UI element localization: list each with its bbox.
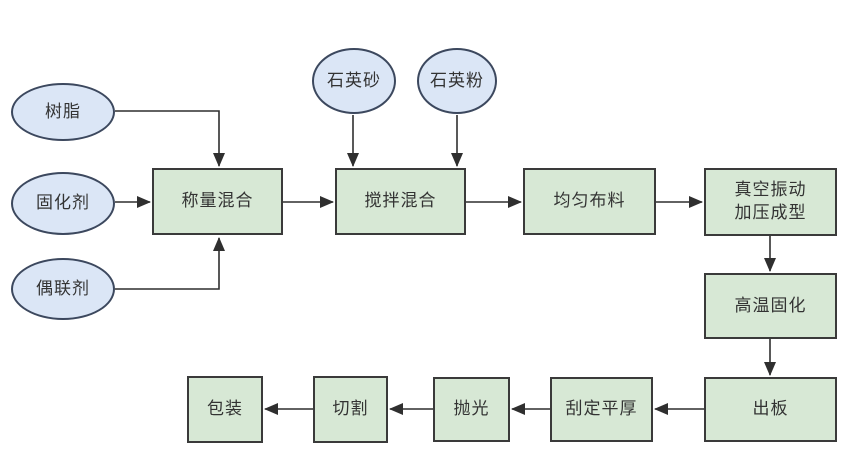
- node-polish-label: 抛光: [453, 399, 490, 419]
- edge-coupling-agent-to-weigh-mix: [115, 237, 225, 290]
- node-stir-mix: 搅拌混合: [335, 168, 466, 235]
- node-coupling-agent: 偶联剂: [11, 258, 115, 320]
- node-board-out: 出板: [704, 377, 837, 442]
- node-cut-label: 切割: [332, 399, 369, 419]
- node-weigh-mix-label: 称量混合: [181, 191, 254, 211]
- edge-resin-to-weigh-mix: [115, 110, 225, 167]
- node-quartz-powder: 石英粉: [417, 48, 497, 114]
- node-curing-agent-label: 固化剂: [36, 193, 90, 213]
- node-resin: 树脂: [11, 83, 115, 141]
- node-quartz-powder-label: 石英粉: [430, 70, 484, 90]
- node-cure-label: 高温固化: [734, 295, 807, 315]
- node-curing-agent: 固化剂: [11, 172, 115, 235]
- node-polish: 抛光: [433, 377, 510, 442]
- node-pack: 包装: [187, 376, 263, 443]
- node-board-out-label: 出板: [752, 399, 789, 419]
- node-cut: 切割: [313, 376, 388, 443]
- node-stir-mix-label: 搅拌混合: [364, 191, 437, 211]
- node-spread: 均匀布料: [523, 168, 656, 235]
- node-spread-label: 均匀布料: [553, 191, 626, 211]
- node-coupling-agent-label: 偶联剂: [36, 278, 90, 298]
- node-quartz-sand: 石英砂: [312, 48, 396, 114]
- node-resin-label: 树脂: [45, 101, 81, 121]
- node-thickness: 刮定平厚: [550, 377, 653, 442]
- node-quartz-sand-label: 石英砂: [327, 70, 381, 90]
- node-weigh-mix: 称量混合: [152, 168, 283, 235]
- node-pack-label: 包装: [207, 399, 243, 419]
- node-vacuum-press: 真空振动 加压成型: [704, 168, 837, 236]
- node-vacuum-press-label: 真空振动 加压成型: [734, 180, 807, 222]
- node-cure: 高温固化: [704, 273, 837, 339]
- node-thickness-label: 刮定平厚: [565, 399, 638, 419]
